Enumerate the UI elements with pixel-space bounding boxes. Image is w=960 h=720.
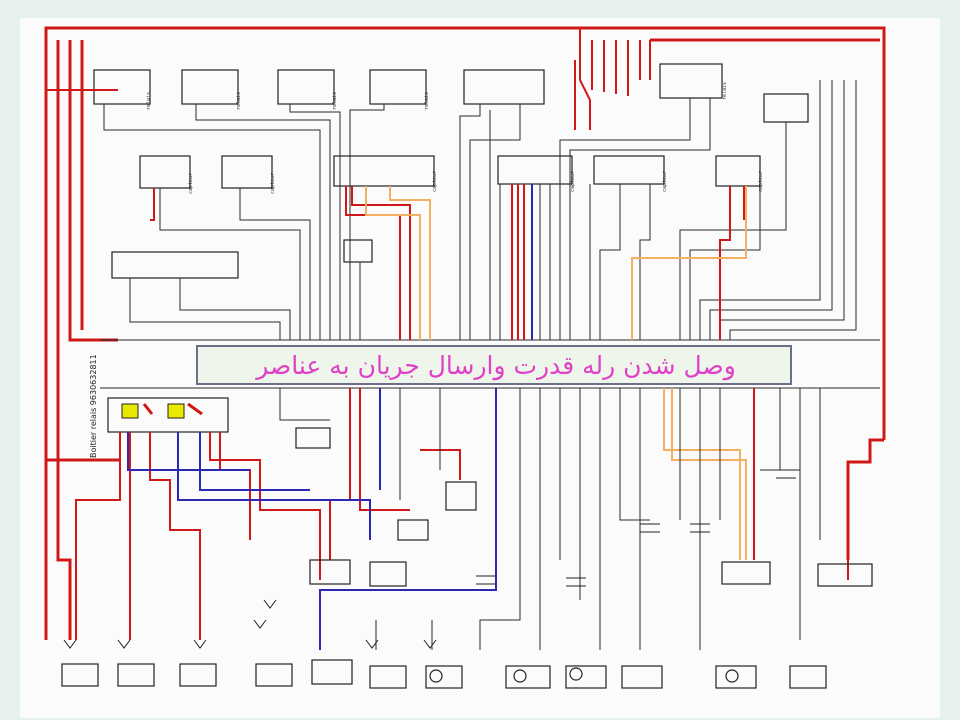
blue-wiring-lower: [127, 388, 497, 650]
svg-text:capteur: capteur: [758, 171, 764, 192]
top-bundle: [574, 28, 651, 130]
svg-text:relais: relais: [332, 92, 338, 110]
orange-wiring: [365, 186, 747, 560]
svg-text:capteur: capteur: [570, 171, 576, 192]
svg-text:capteur: capteur: [432, 171, 438, 192]
caption-text: وصل شدن رله قدرت وارسال جریان به عناصر: [256, 351, 736, 380]
schematic-annotations: relais relais relais relais relais capte…: [146, 82, 764, 194]
black-wiring: [100, 80, 880, 389]
relay-highlight-1: [121, 403, 139, 419]
relay-box-label: Boitier relais 9630632811: [89, 354, 98, 458]
svg-text:relais: relais: [236, 92, 242, 110]
red-wiring-lower: [75, 388, 849, 640]
svg-text:relais: relais: [146, 92, 152, 110]
power-frame: [44, 26, 886, 640]
svg-text:capteur: capteur: [270, 173, 276, 194]
red-wiring-upper: [46, 89, 745, 340]
svg-text:capteur: capteur: [188, 173, 194, 194]
caption-banner: وصل شدن رله قدرت وارسال جریان به عناصر: [196, 345, 792, 385]
relay-highlight-2: [167, 403, 185, 419]
lower-components: [61, 427, 873, 689]
svg-text:relais: relais: [424, 92, 430, 110]
relay-row-top: [93, 63, 809, 279]
black-wiring-lower: [279, 388, 821, 650]
relay-box: Boitier relais 9630632811: [89, 354, 229, 458]
connector-markers: [63, 469, 796, 649]
svg-text:relais: relais: [722, 82, 728, 100]
svg-text:capteur: capteur: [662, 171, 668, 192]
